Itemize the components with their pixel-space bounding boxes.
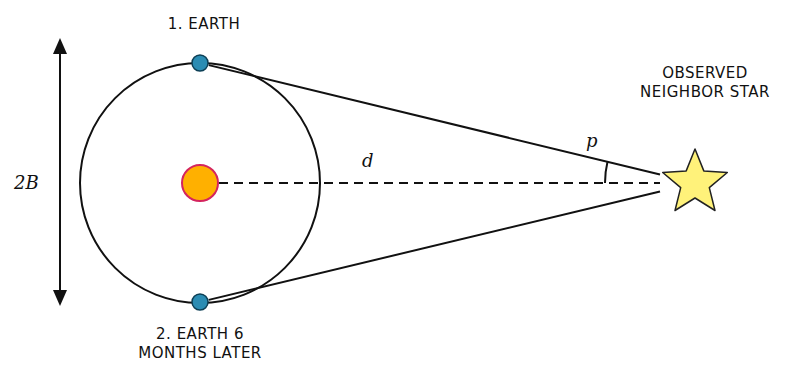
star-shape: [660, 148, 730, 218]
earth-node: 1. EARTH: [191, 54, 209, 72]
angle-arc: [605, 162, 608, 183]
measure-label: p: [586, 130, 598, 151]
node-label: 1. EARTH: [139, 15, 269, 34]
earth-node: 2. EARTH 6 MONTHS LATER: [191, 293, 209, 311]
sun: [182, 165, 218, 201]
node-label: 2. EARTH 6 MONTHS LATER: [135, 325, 265, 363]
baseline-arrow: [59, 52, 61, 292]
star-node: OBSERVED NEIGHBOR STAR: [660, 148, 730, 218]
measure-label: d: [362, 150, 374, 171]
node-label: OBSERVED NEIGHBOR STAR: [635, 64, 775, 102]
measure-label: 2B: [14, 172, 39, 193]
sight-line: [209, 191, 660, 299]
arrow-head: [53, 290, 67, 306]
earth-dot: [191, 293, 209, 311]
distance-line: [219, 182, 660, 184]
sight-line: [209, 65, 660, 174]
arrow-head: [53, 38, 67, 54]
earth-dot: [191, 54, 209, 72]
